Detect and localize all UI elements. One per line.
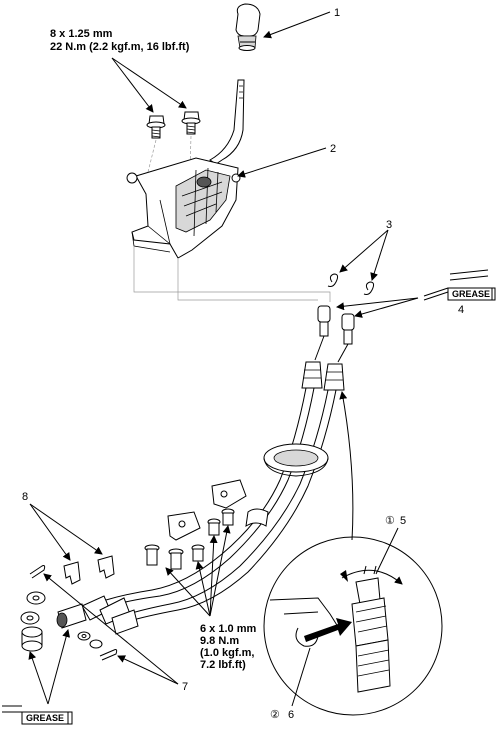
callout-8: 8 [22, 491, 28, 503]
shift-knob [235, 3, 261, 51]
shift-cables [105, 387, 337, 623]
grease-tube-left: GREASE [2, 705, 73, 725]
cotter-pins [29, 565, 118, 661]
leader-8a [29, 503, 71, 561]
leader-1 [263, 11, 331, 39]
shift-lever-housing [126, 79, 245, 259]
bolt-size-spec-top: 8 x 1.25 mm [50, 28, 113, 40]
leader-bolt-d [209, 525, 231, 617]
cable-clip-left [327, 273, 339, 287]
grease-label-left: GREASE [26, 713, 64, 723]
callout-6: 6 [288, 709, 294, 721]
leader-bolt-a [165, 567, 211, 617]
cable-end-left [301, 305, 331, 389]
cable-end-right [323, 313, 355, 391]
cable-bracket-upper [167, 479, 247, 541]
leader-5 [375, 527, 399, 575]
leader-spec-bolt-right [111, 57, 187, 109]
torque-spec-bottom-lbf: 7.2 lbf.ft) [200, 659, 246, 671]
leader-4b [354, 297, 419, 318]
flange-bolt-right [181, 111, 201, 135]
lock-clip-right [97, 555, 115, 579]
bracket-bolts [144, 508, 235, 570]
leader-8b [29, 503, 103, 555]
grease-tube-right: GREASE [423, 269, 496, 301]
leader-3b [370, 229, 389, 281]
flange-bolt-left [146, 115, 166, 139]
torque-spec-top: 22 N.m (2.2 kgf.m, 16 lbf.ft) [50, 41, 190, 53]
detail-view [263, 536, 443, 716]
leader-grease-a [28, 651, 49, 705]
bolt-size-spec-bottom: 6 x 1.0 mm [200, 623, 256, 635]
torque-spec-bottom: 9.8 N.m [200, 635, 239, 647]
step-1-marker: ① [385, 515, 395, 527]
leader-grease-b [47, 629, 71, 705]
leader-spec-bolt-left [111, 57, 154, 113]
leader-bolt-c [209, 535, 218, 617]
leader-bolt-b [195, 561, 211, 617]
callout-4: 4 [458, 304, 464, 316]
leader-3a [339, 229, 389, 273]
cable-clip-right [363, 281, 375, 295]
leader-7a [43, 573, 179, 685]
leader-4a [336, 297, 419, 311]
lock-clip-left [63, 561, 81, 585]
washers [20, 591, 103, 652]
leader-6 [291, 647, 311, 707]
leader-7b [117, 655, 179, 685]
callout-1: 1 [334, 7, 340, 19]
leader-2 [237, 147, 327, 178]
step-2-marker: ② [270, 709, 280, 721]
detail-leader [339, 391, 354, 541]
callout-3: 3 [386, 219, 392, 231]
callout-7: 7 [182, 681, 188, 693]
torque-spec-bottom-kgf: (1.0 kgf.m, [200, 647, 254, 659]
callout-2: 2 [330, 143, 336, 155]
cable-end-bottom [56, 595, 139, 635]
callout-5: 5 [400, 515, 406, 527]
grease-label-right: GREASE [452, 289, 490, 299]
